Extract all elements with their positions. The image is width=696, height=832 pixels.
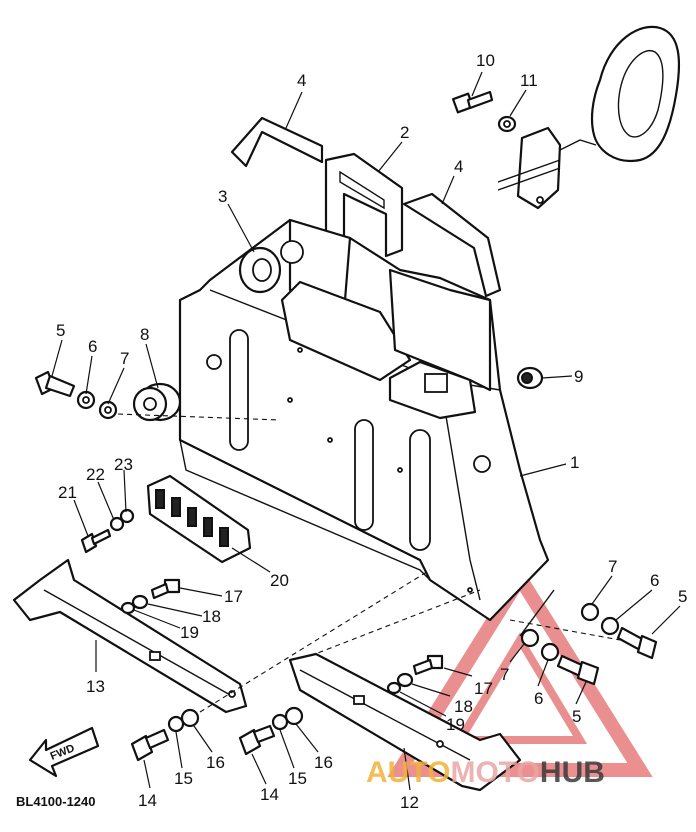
watermark-text-auto: AUTO — [366, 756, 450, 789]
callout-14-right: 14 — [260, 785, 279, 804]
washer-15-right — [271, 713, 289, 731]
rail-12 — [288, 652, 522, 792]
callout-14-left: 14 — [138, 791, 157, 810]
washer-7-right-lower — [520, 628, 540, 648]
watermark-triangle-inner — [452, 632, 588, 744]
handle-grip-inner — [617, 50, 664, 138]
bolt-10 — [451, 90, 494, 114]
callout-21: 21 — [58, 483, 77, 502]
washer-15-left — [167, 715, 185, 733]
callout-5-right-upper: 5 — [678, 587, 687, 606]
washer-11 — [497, 115, 517, 133]
watermark-text-hub: HUB — [540, 756, 605, 789]
callout-8: 8 — [140, 325, 149, 344]
callout-22: 22 — [86, 465, 105, 484]
handle-grip — [590, 25, 681, 163]
clamp-20 — [146, 474, 252, 564]
washer-16-left — [180, 708, 200, 728]
callout-13: 13 — [86, 677, 105, 696]
slot — [354, 419, 374, 531]
bolt-14-left — [130, 728, 170, 762]
callout-11: 11 — [520, 71, 538, 90]
rail-13 — [12, 558, 248, 714]
washer-16-right — [284, 706, 304, 726]
callout-17-left: 17 — [224, 587, 243, 606]
washer-6-right-upper — [600, 616, 620, 636]
washer-22 — [109, 516, 125, 532]
leader-lines — [51, 71, 681, 791]
callout-5-left: 5 — [56, 321, 65, 340]
main-bracket-1 — [178, 218, 550, 622]
washer-19-right — [386, 681, 402, 695]
watermark-text-moto: MOTO — [450, 756, 539, 789]
callout-7-right-lower: 7 — [500, 665, 509, 684]
bolt-17-left — [150, 578, 181, 600]
callout-12: 12 — [400, 793, 419, 812]
callout-19-left: 19 — [180, 623, 199, 642]
fwd-arrow: FWD — [28, 726, 100, 778]
callout-labels: 10 11 4 2 4 3 5 6 7 8 9 1 21 22 23 20 17… — [56, 51, 687, 812]
part-4-right-bar — [402, 192, 502, 298]
callout-3: 3 — [218, 187, 227, 206]
callout-20: 20 — [270, 571, 289, 590]
callout-15-left: 15 — [174, 769, 193, 788]
callout-19-right: 19 — [446, 715, 465, 734]
callout-6-right-lower: 6 — [534, 689, 543, 708]
washer-23 — [119, 508, 135, 524]
bolt-5-right-upper — [616, 626, 658, 660]
callout-2: 2 — [400, 123, 409, 142]
bolt-5-left — [34, 370, 76, 398]
bushing-9 — [516, 366, 544, 390]
washer-18-left — [131, 594, 149, 610]
callout-10: 10 — [476, 51, 495, 70]
callout-7-left: 7 — [120, 349, 129, 368]
watermark-text: AUTOMOTOHUB — [366, 756, 605, 789]
washer-6-right-lower — [540, 642, 560, 662]
bolt-14-right — [238, 724, 276, 756]
callout-23: 23 — [114, 455, 133, 474]
diagram-code: BL4100-1240 — [16, 794, 96, 809]
callout-17-right: 17 — [474, 679, 493, 698]
slot — [229, 329, 249, 451]
grommet-3 — [238, 246, 282, 294]
callout-16-right: 16 — [314, 753, 333, 772]
callout-7-right-upper: 7 — [608, 557, 617, 576]
washer-7-right-upper — [580, 602, 600, 622]
part-4-left-bar — [230, 116, 324, 168]
washer-18-right — [396, 672, 414, 688]
callout-4-left: 4 — [297, 71, 306, 90]
callout-16-left: 16 — [206, 753, 225, 772]
slot — [409, 429, 431, 551]
svg-text:AUTOMOTOHUB: AUTOMOTOHUB — [366, 756, 605, 789]
screw-21 — [80, 528, 112, 554]
callout-18-left: 18 — [202, 607, 221, 626]
callout-9: 9 — [574, 367, 583, 386]
callout-4-right: 4 — [454, 157, 463, 176]
callout-15-right: 15 — [288, 769, 307, 788]
handle-assembly — [497, 25, 681, 210]
grommet-8 — [132, 382, 182, 422]
callout-6-left: 6 — [88, 337, 97, 356]
callout-18-right: 18 — [454, 697, 473, 716]
washer-19-left — [120, 601, 136, 615]
callout-6-right-upper: 6 — [650, 571, 659, 590]
callout-5-right-lower: 5 — [572, 707, 581, 726]
callout-1: 1 — [570, 453, 579, 472]
bolt-17-right — [412, 654, 444, 676]
bolt-5-right-lower — [556, 654, 600, 686]
